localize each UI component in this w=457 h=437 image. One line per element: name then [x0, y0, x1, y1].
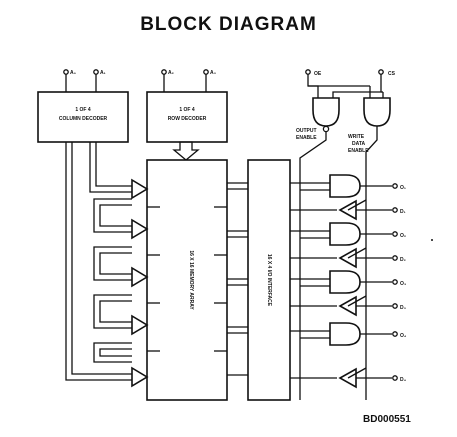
- column-select-arrows: [131, 178, 149, 388]
- io-channel-4: O₄ D₄: [290, 322, 407, 389]
- address-pins: A₀ A₁ A₂ A₃: [63, 69, 217, 92]
- input-4-label: D₄: [400, 377, 407, 383]
- io-channel-3: O₃ D₃: [290, 270, 407, 317]
- memory-array-label: 16 X 16 MEMORY ARRAY: [188, 250, 194, 310]
- array-io-bus: [227, 182, 248, 376]
- pin-a1-label: A₁: [100, 70, 106, 76]
- output-gate-3: [329, 270, 361, 294]
- pin-a3-label: A₃: [210, 70, 217, 76]
- diagram-title: BLOCK DIAGRAM: [140, 14, 317, 35]
- pin-cs-label: CS: [388, 71, 396, 77]
- control-logic: OUTPUT ENABLE WRITE DATA ENABLE OE CS: [296, 69, 396, 400]
- pin-a2-label: A₂: [168, 70, 174, 76]
- document-id: BD000551: [363, 414, 411, 425]
- io-channel-2: O₂ D₂: [290, 222, 406, 269]
- memory-array-dividers: [147, 206, 227, 352]
- row-decoder-arrow: [172, 141, 200, 161]
- output-gate-1: [329, 174, 361, 198]
- input-1-label: D₁: [400, 209, 406, 215]
- pin-a2-terminal: [161, 69, 167, 75]
- row-decoder-label-1: 1 OF 4: [179, 107, 195, 113]
- memory-array-block: [146, 159, 228, 401]
- output-gate-4: [329, 322, 361, 346]
- write-enable-gate: [363, 97, 391, 127]
- pin-oe-terminal: [305, 69, 311, 75]
- pin-oe-label: OE: [314, 71, 322, 77]
- column-decoder-outputs: [65, 142, 132, 381]
- stray-dot: [431, 239, 433, 241]
- io-channel-1: O₁ D₁: [290, 174, 406, 221]
- output-enable-gate: [312, 97, 340, 127]
- row-decoder-block: [146, 91, 228, 143]
- write-enable-label-2: DATA: [352, 141, 366, 147]
- input-3-label: D₃: [400, 305, 407, 311]
- output-1-label: O₁: [400, 185, 406, 191]
- pin-a3-terminal: [203, 69, 209, 75]
- column-decoder-block: [37, 91, 129, 143]
- column-decoder-label-2: COLUMN DECODER: [59, 116, 108, 122]
- io-interface-block: [247, 159, 291, 401]
- output-3-label: O₃: [400, 281, 407, 287]
- output-enable-label-2: ENABLE: [296, 135, 317, 141]
- output-2-label: O₂: [400, 233, 406, 239]
- row-decoder-label-2: ROW DECODER: [168, 116, 207, 122]
- input-2-label: D₂: [400, 257, 406, 263]
- write-enable-label-1: WRITE: [348, 134, 365, 140]
- output-enable-label-1: OUTPUT: [296, 128, 317, 134]
- write-enable-label-3: ENABLE: [348, 148, 369, 154]
- output-gate-2: [329, 222, 361, 246]
- io-interface-label: 16 X 4 I/O INTERFACE: [266, 254, 272, 307]
- pin-a1-terminal: [93, 69, 99, 75]
- pin-a0-label: A₀: [70, 70, 76, 76]
- pin-cs-terminal: [378, 69, 384, 75]
- pin-a0-terminal: [63, 69, 69, 75]
- column-decoder-label-1: 1 OF 4: [75, 107, 91, 113]
- output-4-label: O₄: [400, 333, 407, 339]
